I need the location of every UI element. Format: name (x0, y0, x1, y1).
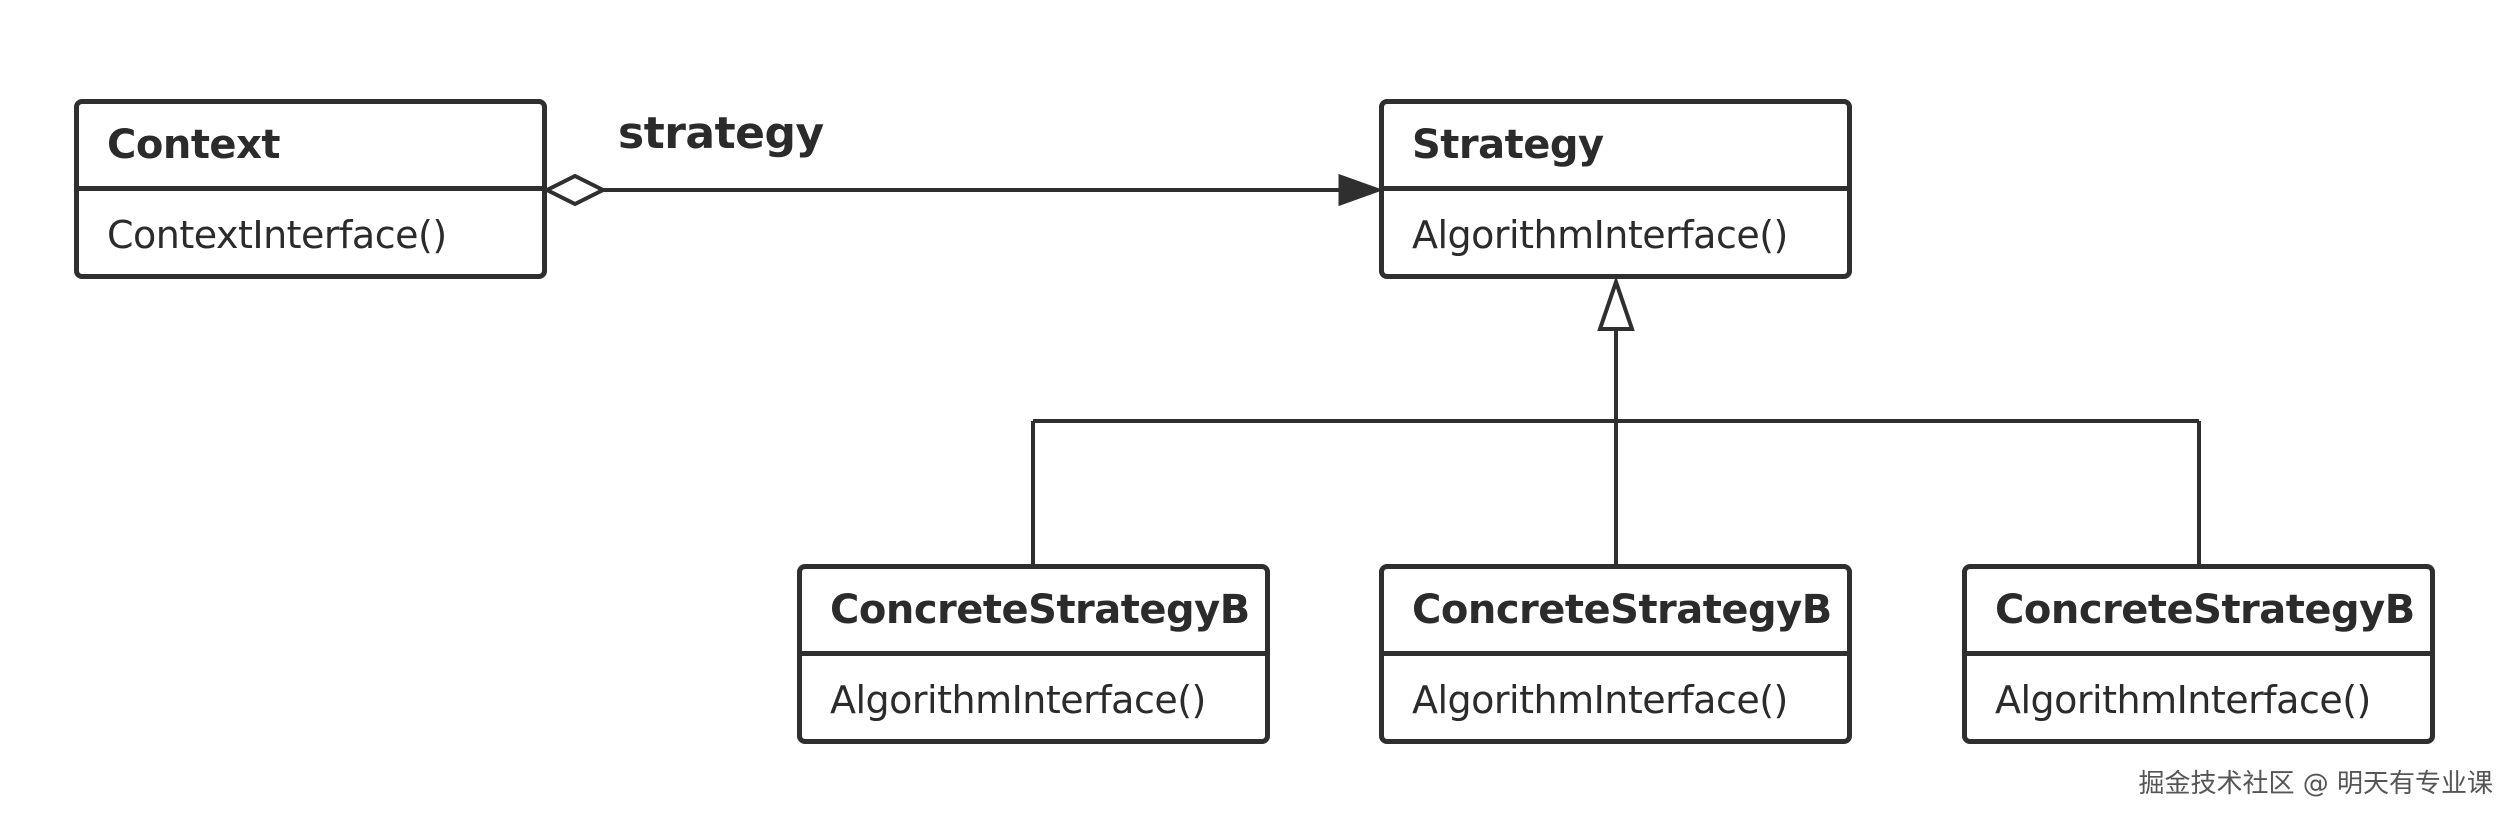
class-operation: ContextInterface() (107, 213, 447, 257)
class-operation: AlgorithmInterface() (830, 678, 1206, 722)
class-concrete-strategy-right: ConcreteStrategyB AlgorithmInterface() (1962, 564, 2435, 744)
class-name: Context (79, 104, 542, 191)
class-operation: AlgorithmInterface() (1412, 213, 1788, 257)
association-role-label: strategy (618, 108, 824, 159)
inheritance-triangle-icon (1597, 275, 1635, 331)
aggregation-diamond-icon (542, 173, 608, 207)
navigability-arrowhead-icon (1338, 173, 1384, 207)
class-name: Strategy (1384, 104, 1847, 191)
class-operation: AlgorithmInterface() (1995, 678, 2371, 722)
class-name: ConcreteStrategyB (802, 569, 1265, 656)
class-name: ConcreteStrategyB (1967, 569, 2430, 656)
class-operation: AlgorithmInterface() (1412, 678, 1788, 722)
class-context: Context ContextInterface() (74, 99, 547, 279)
watermark-text: 掘金技术社区 @ 明天有专业课 (2138, 769, 2493, 799)
class-concrete-strategy-left: ConcreteStrategyB AlgorithmInterface() (797, 564, 1270, 744)
class-strategy: Strategy AlgorithmInterface() (1379, 99, 1852, 279)
class-concrete-strategy-middle: ConcreteStrategyB AlgorithmInterface() (1379, 564, 1852, 744)
class-name: ConcreteStrategyB (1384, 569, 1847, 656)
